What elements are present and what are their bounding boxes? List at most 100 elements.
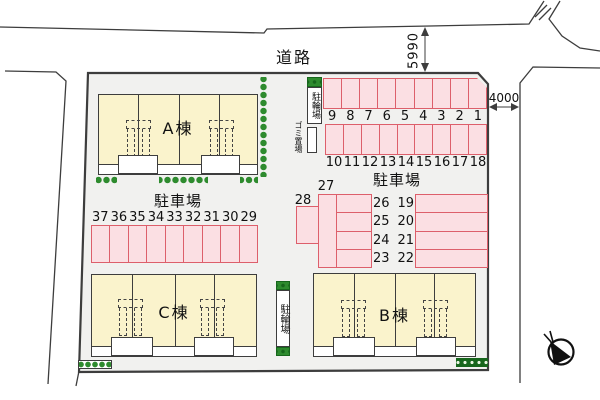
parking-space-cell <box>416 232 487 250</box>
parking-stack-19-22 <box>415 194 488 268</box>
dimension-4000-label: 4000 <box>488 91 520 105</box>
parking-lot-label-left: 駐車場 <box>153 192 202 210</box>
parking-space-cell <box>433 125 452 154</box>
parking-space-cell <box>337 232 371 250</box>
shrub-row-east-of-a <box>259 77 268 177</box>
parking-space-cell <box>378 79 396 108</box>
entrance-porch <box>201 155 240 174</box>
entrance-porch <box>118 155 158 174</box>
parking-space-cell <box>416 195 487 214</box>
parking-space-number: 30 <box>221 210 239 225</box>
parking-space-cell <box>221 226 240 262</box>
parking-space-27 <box>318 194 337 268</box>
parking-space-number: 20 <box>397 214 414 230</box>
building-c-walkway <box>92 346 256 356</box>
parking-space-number: 22 <box>397 251 414 267</box>
dimension-arrow-5990 <box>421 27 429 72</box>
parking-space-number: 16 <box>433 155 451 170</box>
shrub-row-below-a <box>159 176 208 184</box>
boundary-tail <box>75 370 80 387</box>
building-a-label: A棟 <box>162 119 194 138</box>
stair-symbol <box>423 300 448 338</box>
building-b: B棟 <box>313 273 476 357</box>
parking-space-number: 21 <box>397 232 414 248</box>
parking-space-number: 33 <box>166 210 183 225</box>
stair-symbol <box>118 299 143 337</box>
shrub-cap <box>307 77 322 87</box>
parking-number-27: 27 <box>317 179 335 194</box>
unit-divider <box>354 274 355 347</box>
parking-space-cell <box>326 125 344 154</box>
parking-space-cell <box>184 226 203 262</box>
parking-numbers-middle: 26 19 25 20 24 21 23 22 <box>373 194 414 268</box>
unit-divider <box>132 275 133 347</box>
parking-space-number: 8 <box>346 109 355 124</box>
road-lines <box>0 0 600 385</box>
building-a-walkway <box>99 164 257 174</box>
parking-space-cell <box>433 79 451 108</box>
parking-space-number: 10 <box>325 155 343 170</box>
parking-space-number: 35 <box>129 210 146 225</box>
parking-space-number: 24 <box>373 232 390 248</box>
parking-space-number: 19 <box>397 195 414 211</box>
parking-space-28 <box>296 206 319 244</box>
parking-number-pair: 23 22 <box>373 250 414 269</box>
unit-divider <box>214 275 215 347</box>
parking-space-cell <box>337 195 371 214</box>
parking-space-number: 14 <box>397 155 415 170</box>
parking-space-number: 31 <box>203 210 220 225</box>
building-a: A棟 <box>98 94 258 175</box>
bicycle-parking-top: 駐輪場 <box>307 87 322 124</box>
unit-divider <box>219 95 220 165</box>
parking-space-number: 9 <box>327 109 337 124</box>
unit-divider <box>175 275 176 347</box>
shrub-cap <box>276 281 290 290</box>
parking-space-cell <box>398 125 416 154</box>
parking-space-number: 17 <box>451 155 469 170</box>
parking-space-cell <box>451 125 470 154</box>
parking-space-cell <box>469 125 486 154</box>
parking-space-number: 1 <box>473 109 482 124</box>
entrance-porch <box>333 337 375 356</box>
north-arrow-icon <box>543 330 575 366</box>
parking-space-cell <box>110 226 129 262</box>
unit-divider <box>179 95 180 165</box>
parking-number-28: 28 <box>294 193 312 208</box>
parking-space-cell <box>203 226 222 262</box>
entrance-porch <box>111 337 153 356</box>
parking-space-cell <box>129 226 148 262</box>
unit-divider <box>395 274 396 347</box>
entrance-porch <box>416 337 456 356</box>
unit-divider <box>138 95 139 165</box>
shrub-row-below-a <box>96 176 117 184</box>
garbage-area-label: ゴミ置場 <box>294 121 303 153</box>
parking-number-pair: 24 21 <box>373 231 414 250</box>
parking-stack-23-26 <box>336 194 372 268</box>
hedge-southeast <box>456 358 488 367</box>
parking-space-number: 26 <box>373 195 390 211</box>
parking-space-number: 36 <box>110 210 128 225</box>
road-label: 道路 <box>276 48 313 67</box>
dimension-arrow-4000 <box>489 103 519 111</box>
building-b-walkway <box>314 346 475 356</box>
parking-space-cell <box>324 79 342 108</box>
building-b-label: B棟 <box>379 306 410 325</box>
parking-space-number: 2 <box>455 109 464 124</box>
parking-space-cell <box>344 125 362 154</box>
parking-space-cell <box>342 79 360 108</box>
parking-space-cell <box>451 79 469 108</box>
entrance-porch <box>194 337 234 356</box>
parking-space-number: 32 <box>184 210 202 225</box>
parking-space-cell <box>380 125 398 154</box>
parking-space-number: 4 <box>419 109 428 124</box>
parking-space-number: 15 <box>415 155 433 170</box>
dimension-5990-label: 5990 <box>406 31 422 70</box>
parking-lot-label-right: 駐車場 <box>372 171 421 189</box>
parking-space-cell <box>360 79 378 108</box>
shrub-cap <box>276 347 290 356</box>
parking-space-cell <box>416 213 487 232</box>
parking-row-10-18 <box>325 124 487 155</box>
